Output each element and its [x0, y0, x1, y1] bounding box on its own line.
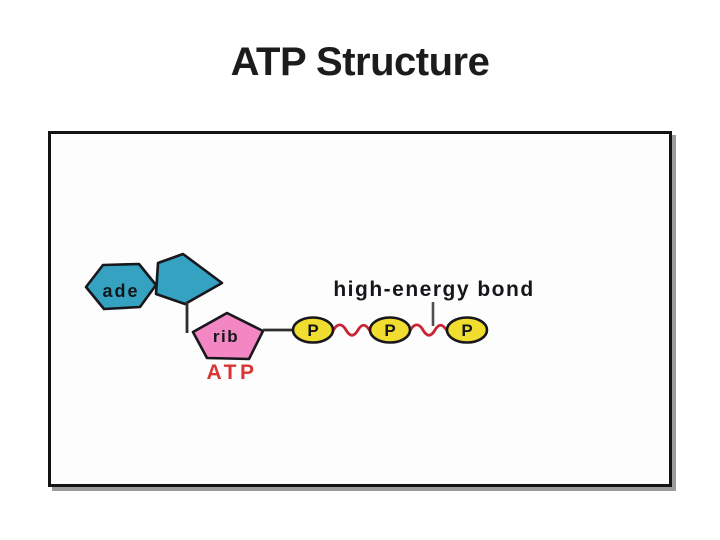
diagram-frame: ade rib ATP P P P high-energy bond [48, 131, 672, 487]
phosphate-3-circle [445, 316, 489, 344]
phosphate-2-label: P [384, 321, 395, 340]
high-energy-bond-wave-2 [408, 323, 449, 337]
phosphate-1-circle [291, 316, 335, 344]
high-energy-bond-wave-1 [331, 323, 372, 337]
slide-title: ATP Structure [230, 40, 490, 84]
atp-diagram: ade rib ATP P P P high-energy bond [84, 252, 534, 384]
phosphate-1-label: P [307, 321, 318, 340]
atp-label: ATP [207, 361, 258, 384]
high-energy-bond-label: high-energy bond [333, 278, 534, 301]
ribose-label: rib [213, 327, 239, 346]
adenine-label: ade [102, 281, 139, 301]
phosphate-2-circle [368, 316, 412, 344]
adenine-pentagon-ring [154, 252, 224, 306]
phosphate-3-label: P [461, 321, 472, 340]
ribose-pentagon [191, 311, 265, 361]
